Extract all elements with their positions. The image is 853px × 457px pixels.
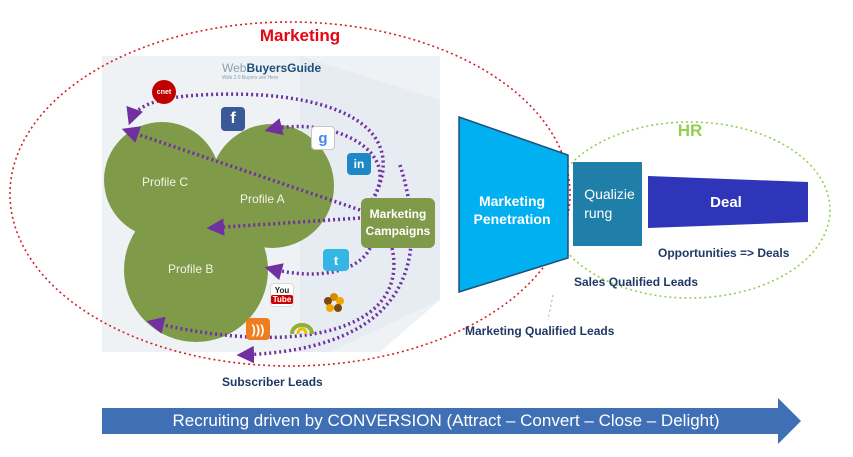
cnet-icon: cnet xyxy=(152,80,176,104)
connector-dash xyxy=(547,294,554,321)
arrow-campaign-mid-loop xyxy=(264,118,382,201)
marketing-ellipse xyxy=(9,21,571,367)
profile-b-label: Profile B xyxy=(168,262,214,276)
google-icon: g xyxy=(311,126,335,150)
youtube-tube-text: Tube xyxy=(270,295,294,304)
qualizierung-line2: rung xyxy=(584,205,613,221)
delicious-icon xyxy=(289,318,315,336)
deal-label: Deal xyxy=(710,194,742,211)
bottom-arrow-shape xyxy=(102,398,801,444)
honeycomb-icon xyxy=(322,291,346,315)
subscriber-leads-label: Subscriber Leads xyxy=(222,375,323,389)
profile-b-circle xyxy=(124,198,268,342)
logo-buyersguide-text: BuyersGuide xyxy=(246,61,322,75)
marketing-title: Marketing xyxy=(259,26,341,45)
marketing-campaigns-line1: Marketing xyxy=(369,207,427,221)
marketing-penetration-label: Marketing Penetration xyxy=(462,192,562,228)
qualizierung-line1: Qualizie xyxy=(584,186,635,202)
profile-c-label: Profile C xyxy=(142,175,189,189)
arrow-campaign-to-profile-b xyxy=(206,216,361,236)
profile-a-label: Profile A xyxy=(240,192,285,206)
youtube-icon: You Tube xyxy=(270,283,294,307)
twitter-icon: t xyxy=(323,249,349,271)
arrow-campaign-top-loop xyxy=(126,92,385,206)
deal-shape xyxy=(648,176,808,228)
youtube-you-text: You xyxy=(274,286,290,295)
linkedin-icon: in xyxy=(347,153,371,175)
marketing-penetration-line1: Marketing xyxy=(478,193,546,209)
hr-title: HR xyxy=(677,121,703,140)
marketing-penetration-line2: Penetration xyxy=(473,211,551,227)
logo-web-text: Web xyxy=(222,61,247,75)
marketing-campaigns-box: Marketing Campaigns xyxy=(361,198,435,248)
marketing-qualified-leads-label: Marketing Qualified Leads xyxy=(465,324,615,338)
sales-qualified-leads-label: Sales Qualified Leads xyxy=(574,275,699,289)
rss-icon: ))) xyxy=(246,318,270,340)
webbuyersguide-logo: WebBuyersGuide Web 2.0 Buyers are Here xyxy=(222,62,342,86)
logo-tagline: Web 2.0 Buyers are Here xyxy=(222,75,279,81)
bottom-arrow-label: Recruiting driven by CONVERSION (Attract… xyxy=(172,411,720,430)
opportunities-label: Opportunities => Deals xyxy=(658,246,790,260)
marketing-penetration-funnel xyxy=(458,115,569,294)
facebook-icon: f xyxy=(221,107,245,131)
arrow-campaign-outer-loop xyxy=(236,164,414,364)
hr-ellipse xyxy=(549,121,831,299)
marketing-campaigns-line2: Campaigns xyxy=(365,224,431,238)
arrow-campaign-to-profile-c xyxy=(121,126,361,212)
qualizierung-box: Qualizie rung xyxy=(573,162,642,246)
arrow-campaign-bottom-loop xyxy=(146,247,396,340)
